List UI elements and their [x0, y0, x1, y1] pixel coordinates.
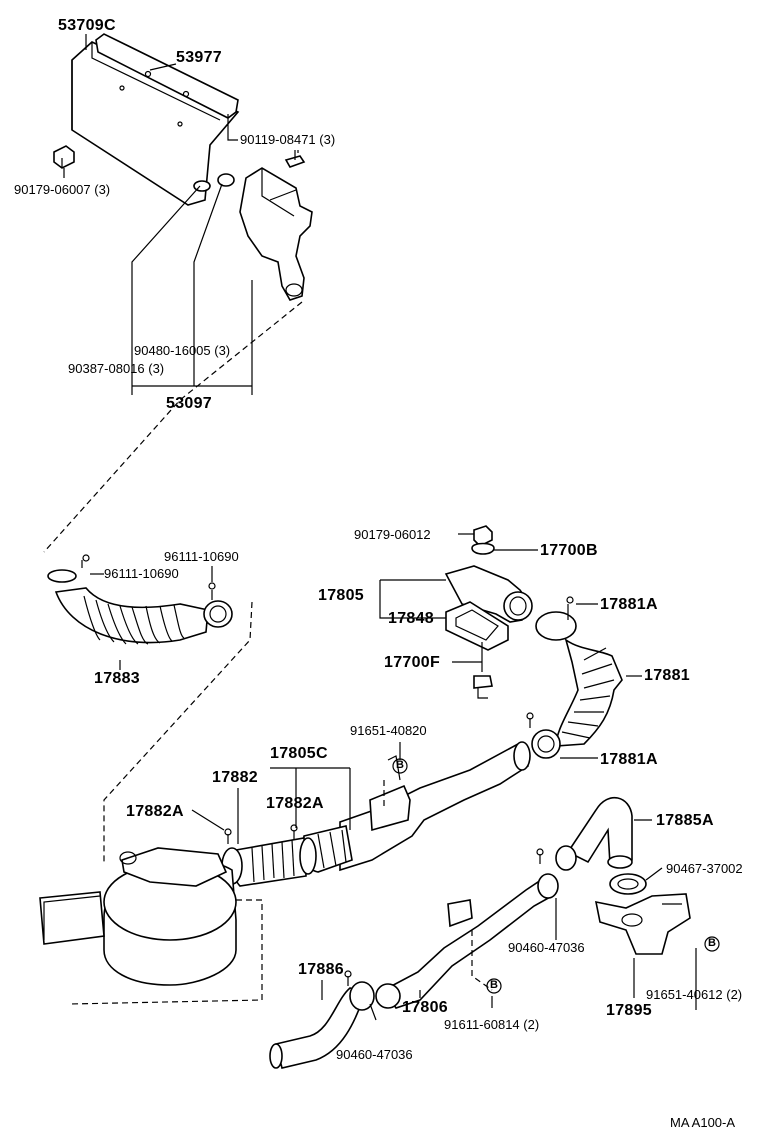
label-90179-06012: 90179-06012 — [354, 527, 431, 542]
upper-right-leaders — [379, 533, 642, 759]
label-17882A-left: 17882A — [126, 803, 184, 820]
label-17806: 17806 — [402, 999, 448, 1016]
label-96111-10690-b: 96111-10690 — [104, 566, 179, 581]
ref-marker-circles — [392, 758, 720, 994]
label-90179-06007: 90179-06007 (3) — [14, 182, 111, 197]
label-90467-37002: 90467-37002 — [666, 861, 743, 876]
label-91651-40820: 91651-40820 — [350, 723, 427, 738]
label-17700B: 17700B — [540, 542, 598, 559]
label-53977: 53977 — [176, 49, 222, 66]
leader-lines-top — [63, 34, 299, 178]
label-90480-16005: 90480-16005 (3) — [134, 343, 231, 358]
upper-right-assembly — [444, 525, 623, 759]
ref-marker-b-1: B — [396, 759, 404, 771]
label-17881: 17881 — [644, 667, 690, 684]
label-53097: 53097 — [166, 395, 212, 412]
label-90460-47036-b: 90460-47036 — [336, 1047, 413, 1062]
right-lower-leaders — [321, 819, 697, 1021]
label-90460-47036-a: 90460-47036 — [508, 940, 585, 955]
label-17886: 17886 — [298, 961, 344, 978]
right-lower-assembly — [269, 796, 691, 1069]
label-53709C: 53709C — [58, 17, 116, 34]
footer-diagram-code: MA A100-A — [670, 1115, 736, 1130]
label-17805: 17805 — [318, 587, 364, 604]
label-17882: 17882 — [212, 769, 258, 786]
middle-leaders — [191, 742, 401, 844]
label-17881A-bottom: 17881A — [600, 751, 658, 768]
hose-17883 — [47, 554, 233, 645]
label-17882A-right: 17882A — [266, 795, 324, 812]
ref-marker-b-2: B — [490, 979, 498, 991]
label-17848: 17848 — [388, 610, 434, 627]
label-17881A-top: 17881A — [600, 596, 658, 613]
middle-pipe-assembly — [39, 741, 531, 986]
label-90119-08471: 90119-08471 (3) — [240, 132, 336, 147]
label-91611-60814: 91611-60814 (2) — [444, 1017, 540, 1032]
label-90387-08016: 90387-08016 (3) — [68, 361, 165, 376]
label-17895: 17895 — [606, 1002, 652, 1019]
heat-shield-assembly — [53, 33, 313, 395]
label-17883: 17883 — [94, 670, 140, 687]
label-17885A: 17885A — [656, 812, 714, 829]
ref-marker-b-3: B — [708, 937, 716, 949]
label-17805C: 17805C — [270, 745, 328, 762]
label-91651-40612: 91651-40612 (2) — [646, 987, 743, 1002]
label-17700F: 17700F — [384, 654, 441, 671]
label-96111-10690-a: 96111-10690 — [164, 549, 239, 564]
